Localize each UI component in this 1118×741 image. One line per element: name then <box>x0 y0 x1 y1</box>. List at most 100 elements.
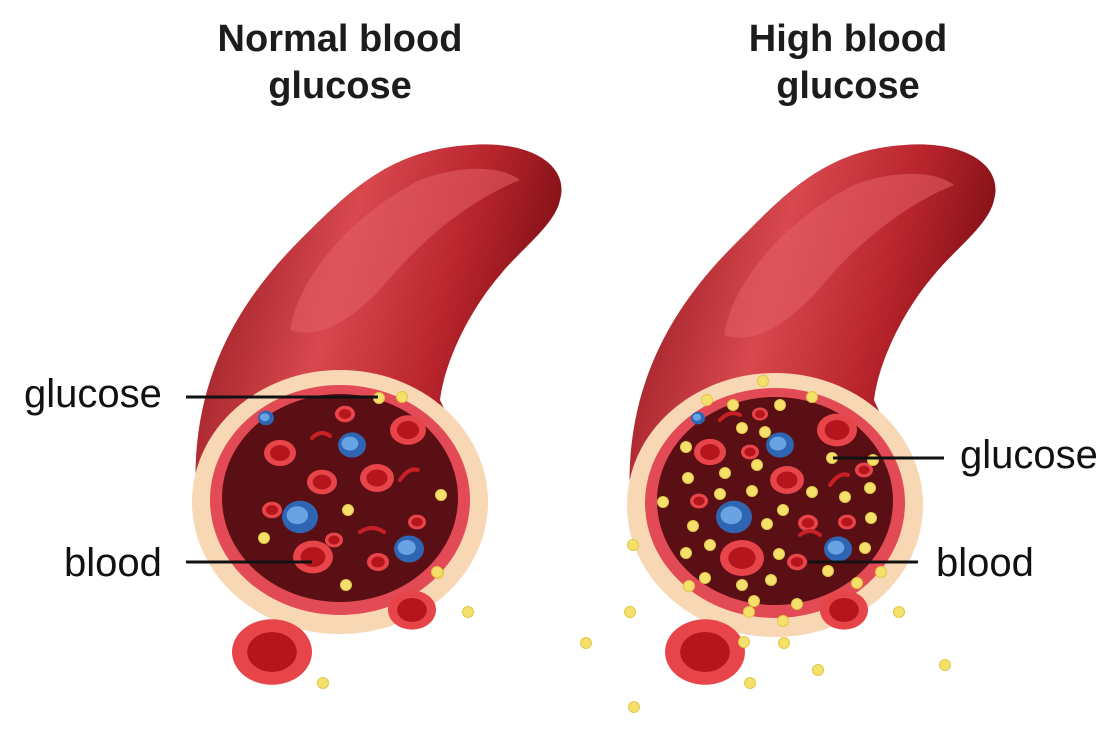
glucose-molecule <box>736 579 748 591</box>
glucose-molecule <box>839 491 851 503</box>
glucose-molecule <box>727 399 739 411</box>
cell-streak <box>310 431 332 440</box>
cell-streak <box>798 529 822 537</box>
red-blood-cell <box>408 514 426 530</box>
title-high-line2: glucose <box>776 65 920 107</box>
red-blood-cell <box>232 619 312 685</box>
glucose-molecule <box>435 489 447 501</box>
glucose-molecule <box>851 577 863 589</box>
cell-streak <box>358 526 386 534</box>
red-blood-cell <box>770 466 804 494</box>
glucose-molecule <box>714 488 726 500</box>
glucose-molecule <box>657 496 669 508</box>
glucose-molecule <box>867 454 879 466</box>
glucose-molecule <box>704 539 716 551</box>
glucose-molecule <box>777 615 789 627</box>
white-blood-cell <box>691 411 705 425</box>
glucose-molecule <box>859 542 871 554</box>
red-blood-cell <box>817 413 857 447</box>
white-blood-cell <box>258 410 274 426</box>
red-blood-cell <box>665 619 745 685</box>
glucose-molecule <box>682 472 694 484</box>
cell-streak <box>398 467 420 482</box>
cell-streak <box>718 411 742 422</box>
red-blood-cell <box>694 438 726 466</box>
glucose-molecule <box>757 375 769 387</box>
glucose-molecule <box>580 637 592 649</box>
vessel-highlight-high <box>724 173 954 338</box>
glucose-molecule <box>699 572 711 584</box>
glucose-molecule <box>939 659 951 671</box>
red-blood-cell <box>787 553 807 571</box>
vessel-highlight-normal <box>290 168 520 333</box>
white-blood-cell <box>766 432 794 458</box>
red-blood-cell <box>838 514 856 530</box>
vessel-high <box>580 144 996 713</box>
white-blood-cell <box>824 536 852 562</box>
red-blood-cell <box>360 464 394 492</box>
glucose-molecule <box>687 520 699 532</box>
red-blood-cell <box>720 539 764 577</box>
glucose-molecule <box>680 547 692 559</box>
glucose-molecule <box>701 394 713 406</box>
white-blood-cell <box>394 535 424 563</box>
white-blood-cell <box>716 500 752 534</box>
red-blood-cell <box>690 493 708 509</box>
title-normal-line1: Normal blood <box>217 18 463 60</box>
cell-streak <box>828 472 850 487</box>
red-blood-cell <box>325 532 343 548</box>
glucose-molecule <box>719 467 731 479</box>
glucose-molecule <box>746 485 758 497</box>
glucose-molecule <box>864 482 876 494</box>
glucose-molecule <box>624 606 636 618</box>
red-blood-cell <box>798 514 818 532</box>
red-blood-cell <box>335 405 355 423</box>
glucose-molecule <box>759 426 771 438</box>
glucose-molecule <box>736 422 748 434</box>
red-blood-cell <box>264 439 296 467</box>
glucose-molecule <box>628 701 640 713</box>
red-blood-cell <box>752 407 768 421</box>
glucose-molecule <box>865 512 877 524</box>
title-high: High blood glucose <box>698 16 998 110</box>
glucose-molecule <box>317 677 329 689</box>
red-blood-cell <box>307 469 337 495</box>
glucose-molecule <box>812 664 824 676</box>
glucose-molecule <box>778 637 790 649</box>
glucose-molecule <box>462 606 474 618</box>
glucose-molecule <box>340 579 352 591</box>
glucose-molecule <box>342 504 354 516</box>
glucose-molecule <box>743 606 755 618</box>
label-blood-normal: blood <box>64 541 162 585</box>
glucose-molecule <box>396 391 408 403</box>
glucose-molecule <box>431 566 443 578</box>
glucose-molecule <box>258 532 270 544</box>
glucose-molecule <box>744 677 756 689</box>
red-blood-cell <box>741 444 759 460</box>
red-blood-cell <box>855 462 873 478</box>
white-blood-cell <box>282 500 318 534</box>
glucose-molecule <box>680 441 692 453</box>
glucose-molecule <box>773 548 785 560</box>
red-blood-cell <box>367 552 389 572</box>
glucose-molecule <box>761 518 773 530</box>
glucose-molecule <box>777 504 789 516</box>
red-blood-cell <box>262 501 282 519</box>
cells-high <box>580 375 951 713</box>
glucose-molecule <box>751 459 763 471</box>
title-high-line1: High blood <box>748 18 948 60</box>
red-blood-cell <box>390 415 426 445</box>
label-glucose-normal: glucose <box>24 372 162 416</box>
title-normal-line2: glucose <box>268 65 412 107</box>
glucose-molecule <box>791 598 803 610</box>
glucose-molecule <box>774 399 786 411</box>
label-glucose-high: glucose <box>960 433 1098 477</box>
glucose-molecule <box>822 565 834 577</box>
glucose-molecule <box>806 486 818 498</box>
glucose-molecule <box>748 595 760 607</box>
red-blood-cell <box>388 590 436 630</box>
glucose-molecule <box>893 606 905 618</box>
red-blood-cell <box>820 590 868 630</box>
title-normal: Normal blood glucose <box>190 16 490 110</box>
